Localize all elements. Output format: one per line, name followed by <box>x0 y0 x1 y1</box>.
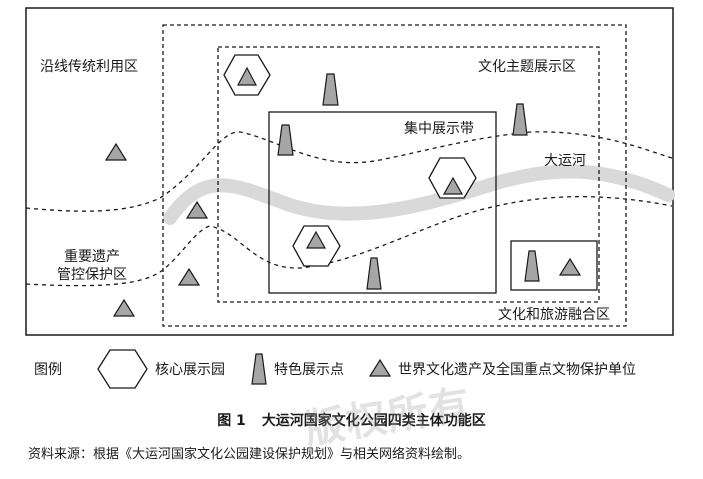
legend-item-feature-point: 特色展示点 <box>274 361 344 378</box>
canal-band <box>163 164 675 225</box>
triangle-icon <box>442 176 464 195</box>
triangle-icon <box>112 298 136 317</box>
figure-caption: 图 1 大运河国家文化公园四类主体功能区 <box>0 410 703 430</box>
triangle-icon <box>177 267 201 286</box>
triangle-icon <box>305 230 327 249</box>
triangle-icon <box>368 358 392 377</box>
core-park-marker <box>428 157 477 199</box>
canal-label: 大运河 <box>544 153 586 169</box>
source-note: 资料来源：根据《大运河国家文化公园建设保护规划》与相关网络资料绘制。 <box>28 447 471 462</box>
triangle-icon <box>185 200 209 219</box>
trapezoid-icon <box>277 124 294 156</box>
legend-item-heritage-site: 世界文化遗产及全国重点文物保护单位 <box>398 361 636 378</box>
triangle-icon <box>558 257 582 276</box>
trapezoid-icon <box>512 103 528 136</box>
triangle-icon <box>237 66 257 86</box>
tourism-zone-frame <box>162 24 627 327</box>
figure-number: 图 1 <box>217 413 246 429</box>
control-zone-label-line2: 管控保护区 <box>57 267 127 283</box>
trapezoid-icon <box>251 353 267 385</box>
triangle-icon <box>104 142 128 161</box>
core-park-marker <box>292 225 341 267</box>
hexagon-icon <box>97 349 148 389</box>
core-park-marker <box>223 54 271 96</box>
control-zone-upper-boundary <box>25 131 673 212</box>
outer-zone-label: 沿线传统利用区 <box>40 59 138 75</box>
feature-box-frame <box>510 240 598 291</box>
core-band-frame <box>268 111 497 294</box>
legend-title: 图例 <box>34 362 62 378</box>
legend: 图例 核心展示园 特色展示点 世界文化遗产及全国重点文物保护单位 <box>34 349 636 389</box>
trapezoid-icon <box>366 257 382 290</box>
control-zone-lower-boundary <box>25 196 673 287</box>
display-zone-frame <box>217 46 600 303</box>
tourism-zone-label: 文化和旅游融合区 <box>498 307 610 323</box>
figure-title: 大运河国家文化公园四类主体功能区 <box>261 413 486 429</box>
control-zone-label-line1: 重要遗产 <box>64 249 120 265</box>
legend-item-core-park: 核心展示园 <box>155 362 225 378</box>
trapezoid-icon <box>322 73 339 106</box>
trapezoid-icon <box>524 250 540 282</box>
outer-zone-frame <box>25 7 674 336</box>
display-zone-label: 文化主题展示区 <box>478 59 576 75</box>
core-band-label: 集中展示带 <box>404 120 474 137</box>
